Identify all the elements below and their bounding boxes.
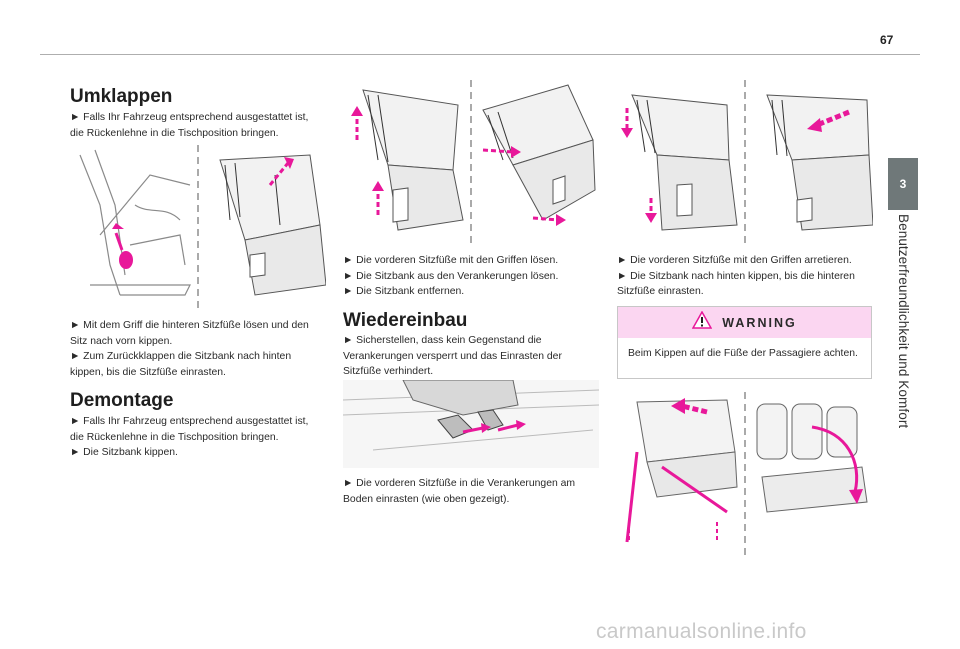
paragraph-umklappen-2: ► Mit dem Griff die hinteren Sitzfüße lö… bbox=[70, 318, 326, 380]
paragraph-umklappen-1: ► Falls Ihr Fahrzeug entsprechend ausges… bbox=[70, 110, 326, 141]
line: ► Die vorderen Sitzfüße in die Verankeru… bbox=[343, 478, 576, 489]
line: kippen, bis die Sitzfüße einrasten. bbox=[70, 366, 226, 378]
line: Sitzfüße einrasten. bbox=[617, 286, 704, 298]
illustration-floor-anchor bbox=[343, 380, 599, 468]
top-rule bbox=[40, 54, 920, 55]
paragraph-remove: ► Die vorderen Sitzfüße mit den Griffen … bbox=[343, 253, 599, 300]
line: ► Falls Ihr Fahrzeug entsprechend ausges… bbox=[70, 112, 309, 123]
page-number: 67 bbox=[880, 33, 894, 47]
paragraph-anchor: ► Die vorderen Sitzfüße in die Verankeru… bbox=[343, 476, 599, 507]
warning-title: WARNING bbox=[722, 315, 797, 330]
chapter-title: Benutzerfreundlichkeit und Komfort bbox=[896, 214, 911, 429]
chapter-title-container: Benutzerfreundlichkeit und Komfort bbox=[888, 214, 918, 454]
warning-box: WARNING Beim Kippen auf die Füße der Pas… bbox=[617, 306, 872, 379]
illustration-seat-fold bbox=[70, 145, 326, 310]
line: Boden einrasten (wie oben gezeigt). bbox=[343, 493, 510, 505]
paragraph-wiedereinbau: ► Sicherstellen, dass kein Gegenstand di… bbox=[343, 333, 599, 380]
warning-header: WARNING bbox=[618, 307, 871, 338]
illustration-lock-feet bbox=[617, 80, 873, 245]
heading-umklappen: Umklappen bbox=[70, 86, 173, 107]
heading-wiedereinbau: Wiedereinbau bbox=[343, 310, 468, 331]
paragraph-lock: ► Die vorderen Sitzfüße mit den Griffen … bbox=[617, 253, 873, 300]
line: die Rückenlehne in die Tischposition bri… bbox=[70, 431, 279, 443]
line: ► Die Sitzbank entfernen. bbox=[343, 286, 465, 298]
line: ► Die Sitzbank kippen. bbox=[70, 447, 178, 459]
line: die Rückenlehne in die Tischposition bri… bbox=[70, 127, 279, 139]
line: ► Zum Zurückklappen die Sitzbank nach hi… bbox=[70, 351, 292, 363]
line: ► Die vorderen Sitzfüße mit den Griffen … bbox=[343, 255, 559, 266]
illustration-front-feet-release bbox=[343, 80, 599, 245]
paragraph-demontage: ► Falls Ihr Fahrzeug entsprechend ausges… bbox=[70, 414, 326, 461]
line: Verankerungen versperrt und das Einraste… bbox=[343, 350, 562, 362]
watermark: carmanualsonline.info bbox=[596, 620, 807, 643]
warning-triangle-icon bbox=[691, 310, 713, 334]
warning-text: Beim Kippen auf die Füße der Passagiere … bbox=[628, 348, 858, 359]
line: ► Die vorderen Sitzfüße mit den Griffen … bbox=[617, 255, 852, 266]
line: ► Die Sitzbank nach hinten kippen, bis d… bbox=[617, 270, 855, 282]
heading-demontage: Demontage bbox=[70, 390, 174, 411]
line: ► Falls Ihr Fahrzeug entsprechend ausges… bbox=[70, 416, 309, 427]
line: Sitzfüße verhindert. bbox=[343, 366, 434, 378]
line: ► Die Sitzbank aus den Verankerungen lös… bbox=[343, 270, 559, 282]
illustration-tilt-back bbox=[617, 392, 873, 558]
line: ► Mit dem Griff die hinteren Sitzfüße lö… bbox=[70, 320, 309, 331]
chapter-tab: 3 bbox=[888, 158, 918, 210]
line: Sitz nach vorn kippen. bbox=[70, 335, 173, 347]
line: ► Sicherstellen, dass kein Gegenstand di… bbox=[343, 335, 542, 346]
